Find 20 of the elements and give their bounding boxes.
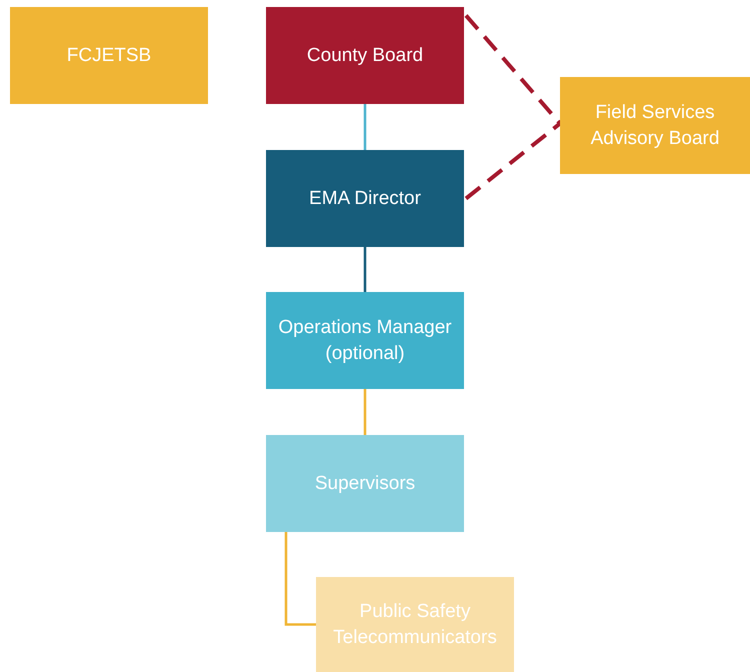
box-label: Public Safety Telecommunicators [332,600,498,650]
dashed-connector [464,14,562,125]
connector-line [364,247,366,292]
org-box [266,435,464,532]
box-label: Field Services Advisory Board [590,100,720,150]
box-label: EMA Director [309,186,421,211]
box-label: County Board [306,44,424,68]
connector-line [364,104,366,150]
org-box [10,7,208,104]
connector-line [364,389,366,435]
org-box [266,7,464,104]
org-box [266,150,464,247]
dashed-connector [464,122,562,200]
box-label: Supervisors [314,472,416,496]
org-box [560,77,750,174]
box-label: Operations Manager (optional) [277,316,453,366]
box-label: FCJETSB [66,44,152,68]
org-box [316,577,514,672]
org-box [266,292,464,389]
connector-line [284,532,316,626]
